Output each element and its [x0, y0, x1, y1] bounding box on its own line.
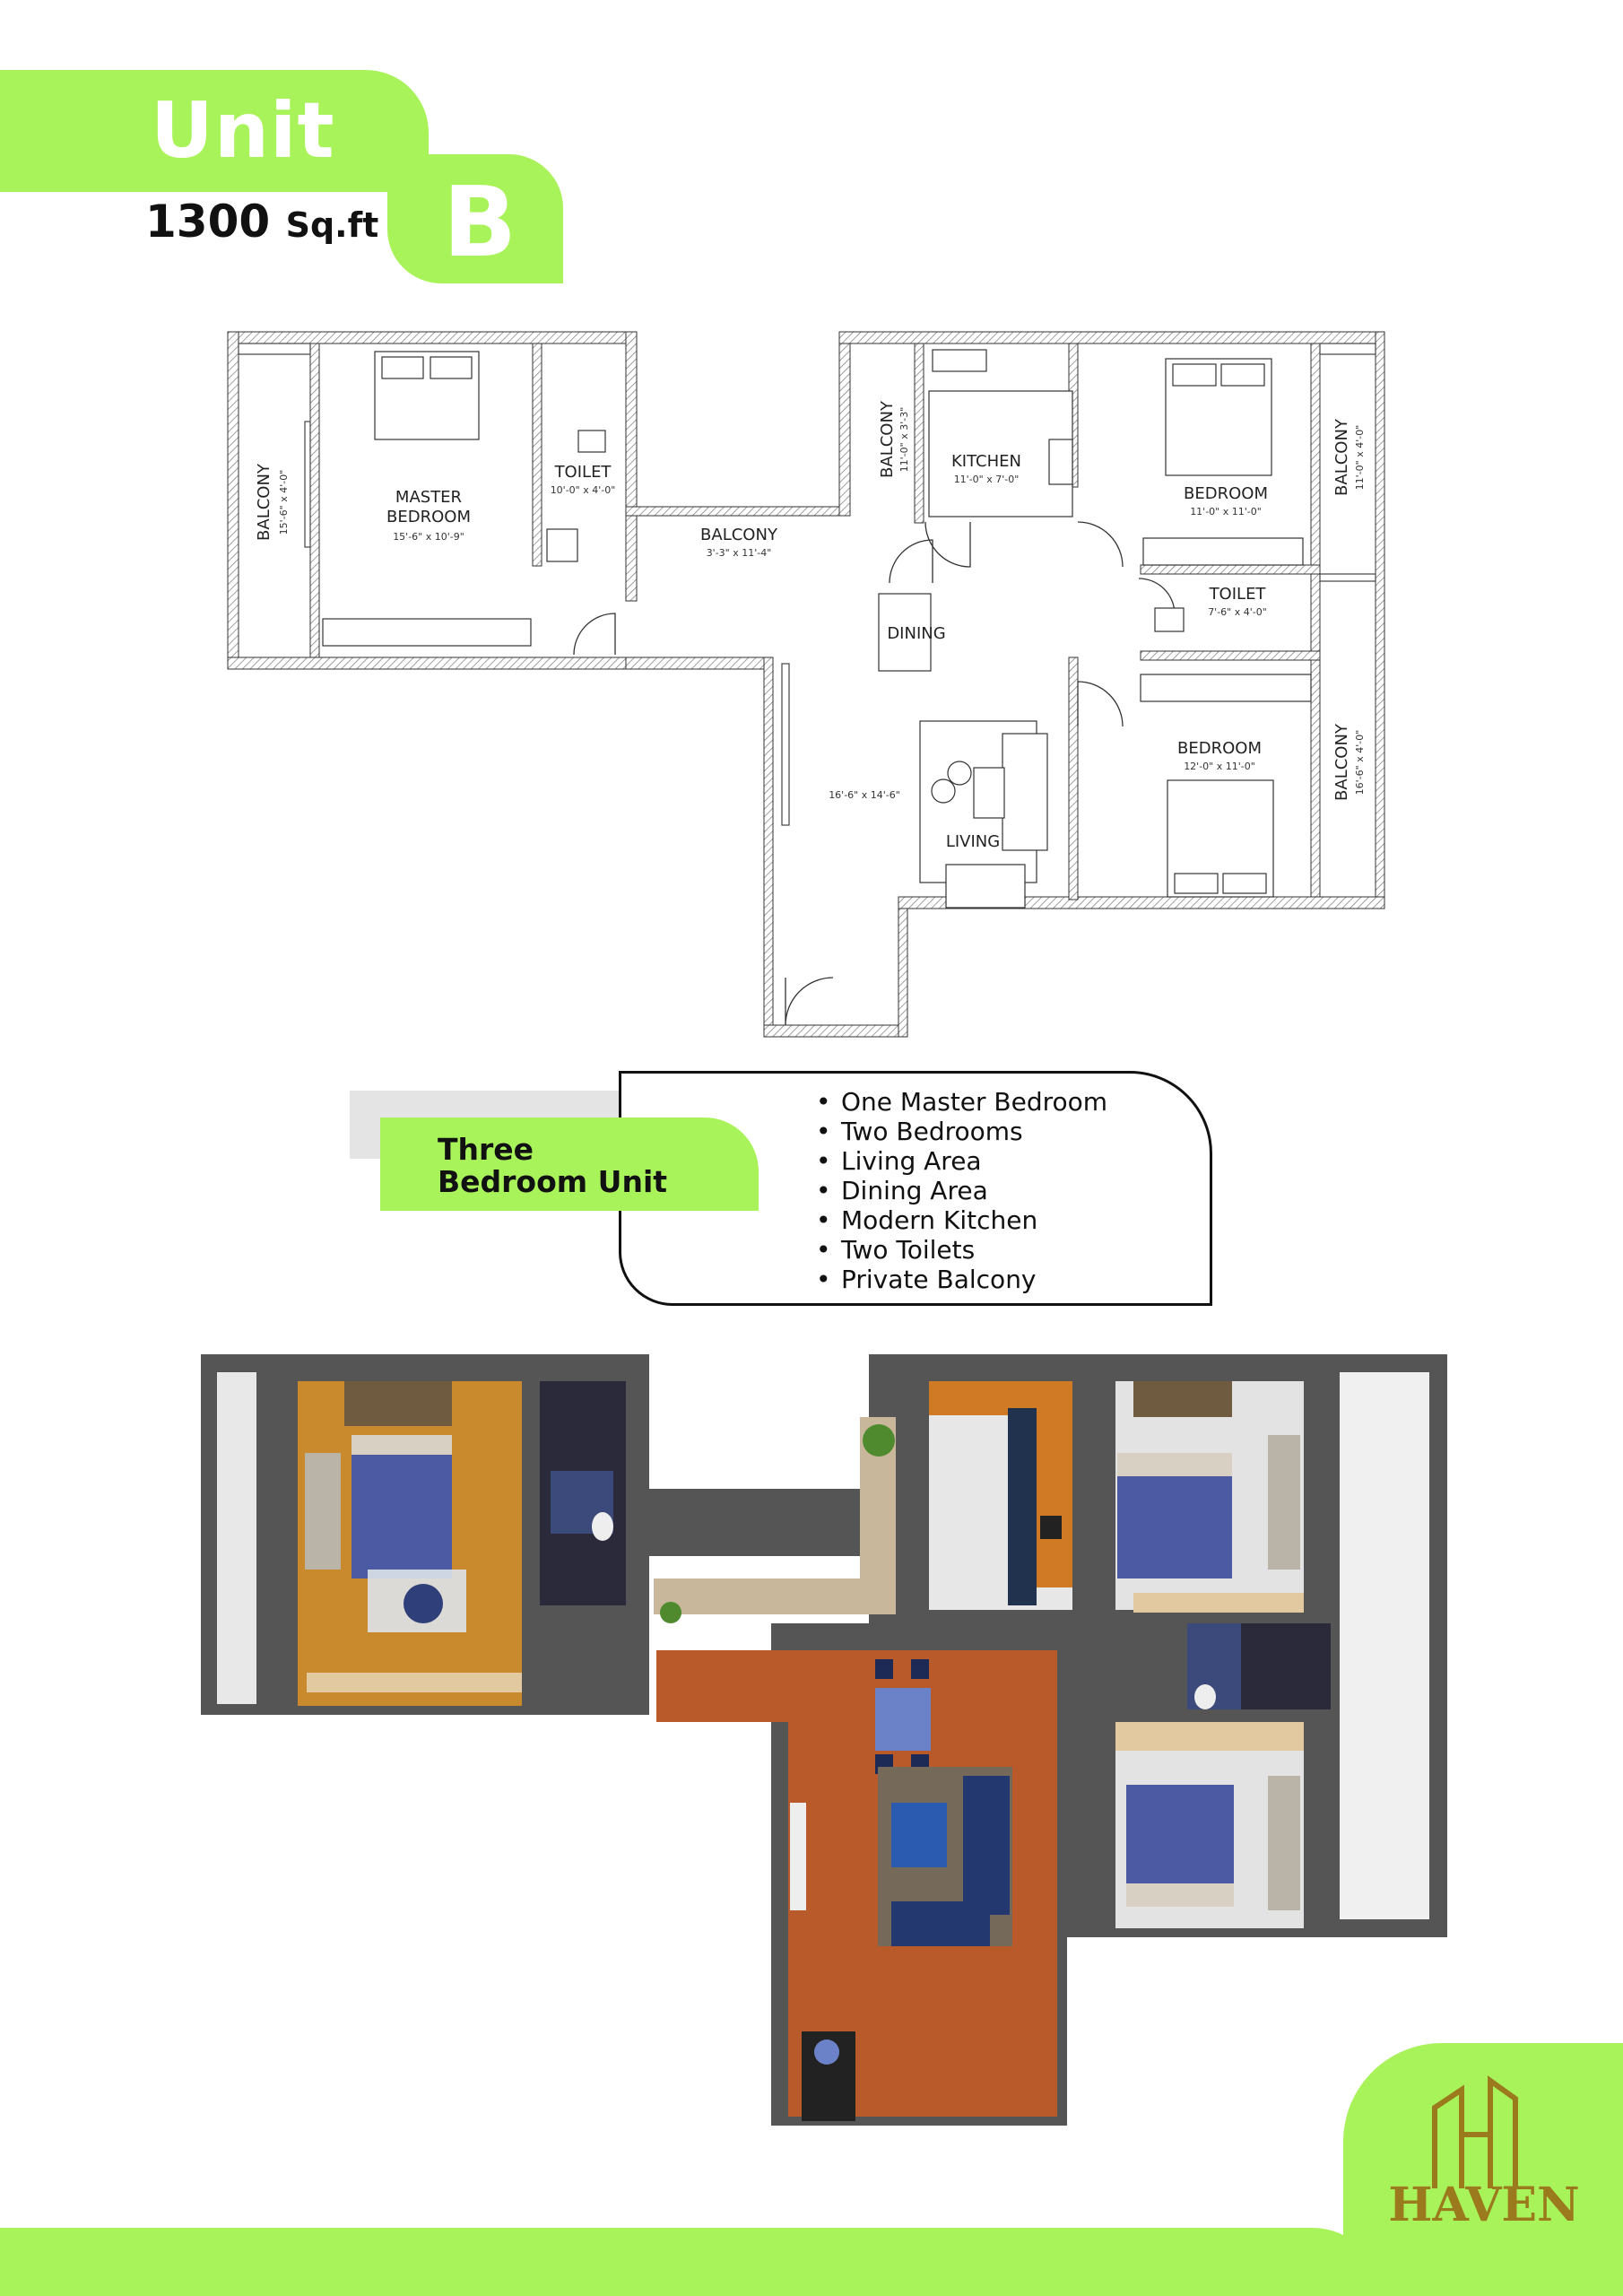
label-dining: DINING: [887, 624, 945, 643]
label-master-bedroom-1: MASTER: [395, 488, 462, 507]
dim-bedroom-top: 11'-0" x 11'-0": [1190, 506, 1262, 517]
dim-living: 16'-6" x 14'-6": [829, 789, 900, 801]
feature-item: Two Bedrooms: [816, 1117, 1107, 1146]
dim-toilet-right: 7'-6" x 4'-0": [1208, 606, 1267, 618]
unit-type-title: Three Bedroom Unit: [438, 1134, 667, 1198]
dim-balcony-right-top: 11'-0" x 4'-0": [1354, 425, 1366, 491]
brand-name: HAVEN: [1388, 2178, 1580, 2232]
floor-plan-3d-render: [201, 1354, 1447, 2126]
dim-master-bedroom: 15'-6" x 10'-9": [393, 531, 464, 543]
dim-toilet-master: 10'-0" x 4'-0": [551, 484, 616, 496]
floor-plan: BALCONY 15'-6" x 4'-0" MASTER BEDROOM 15…: [227, 331, 1385, 1038]
plan-windows: [238, 343, 1376, 826]
unit-header-background: [0, 70, 429, 192]
unit-title: Unit: [151, 86, 335, 176]
feature-item: One Master Bedroom: [816, 1087, 1107, 1117]
footer-bar: [0, 2228, 1381, 2296]
haven-logo-mark: [1432, 2075, 1518, 2188]
dim-balcony-left: 15'-6" x 4'-0": [278, 470, 290, 535]
feature-item: Modern Kitchen: [816, 1205, 1107, 1235]
label-toilet-master: TOILET: [554, 463, 612, 482]
label-master-bedroom-2: BEDROOM: [386, 508, 471, 526]
dim-balcony-kitchen: 11'-0" x 3'-3": [898, 407, 910, 473]
label-balcony-right-top: BALCONY: [1332, 418, 1351, 496]
feature-item: Dining Area: [816, 1176, 1107, 1205]
info-title-background: [380, 1118, 759, 1211]
unit-area-background: [0, 192, 387, 283]
unit-area: 1300 Sq.ft: [145, 196, 378, 248]
label-balcony-mid: BALCONY: [700, 526, 778, 544]
logo-background: [1343, 2043, 1623, 2296]
render-balcony-left: [217, 1372, 256, 1704]
label-balcony-left: BALCONY: [255, 463, 273, 541]
feature-item: Living Area: [816, 1146, 1107, 1176]
label-balcony-right-bottom: BALCONY: [1332, 723, 1351, 801]
dim-kitchen: 11'-0" x 7'-0": [954, 474, 1020, 485]
label-toilet-right: TOILET: [1209, 585, 1267, 604]
label-balcony-kitchen: BALCONY: [878, 400, 897, 478]
label-bedroom-bottom: BEDROOM: [1177, 739, 1262, 758]
plan-walls: [227, 331, 1385, 1038]
label-bedroom-top: BEDROOM: [1184, 484, 1268, 503]
unit-area-unit: Sq.ft: [285, 205, 379, 245]
dim-balcony-mid: 3'-3" x 11'-4": [707, 547, 772, 559]
feature-item: Private Balcony: [816, 1265, 1107, 1294]
unit-type-title-line2: Bedroom Unit: [438, 1164, 668, 1199]
render-balcony-right: [1340, 1372, 1429, 1919]
dim-bedroom-bottom: 12'-0" x 11'-0": [1184, 761, 1255, 772]
label-kitchen: KITCHEN: [951, 452, 1021, 471]
dim-balcony-right-bottom: 16'-6" x 4'-0": [1354, 730, 1366, 796]
feature-item: Two Toilets: [816, 1235, 1107, 1265]
plan-doors: [573, 521, 1176, 1026]
label-living: LIVING: [946, 832, 1000, 851]
unit-letter-background: [387, 154, 563, 283]
unit-letter: B: [442, 167, 517, 279]
plan-furniture: [322, 349, 1312, 909]
render-balcony-mid: [654, 1578, 860, 1614]
unit-area-value: 1300: [145, 196, 271, 248]
plan-labels: BALCONY 15'-6" x 4'-0" MASTER BEDROOM 15…: [255, 400, 1366, 851]
unit-type-title-line1: Three: [438, 1132, 534, 1167]
feature-list: One Master Bedroom Two Bedrooms Living A…: [816, 1087, 1107, 1294]
